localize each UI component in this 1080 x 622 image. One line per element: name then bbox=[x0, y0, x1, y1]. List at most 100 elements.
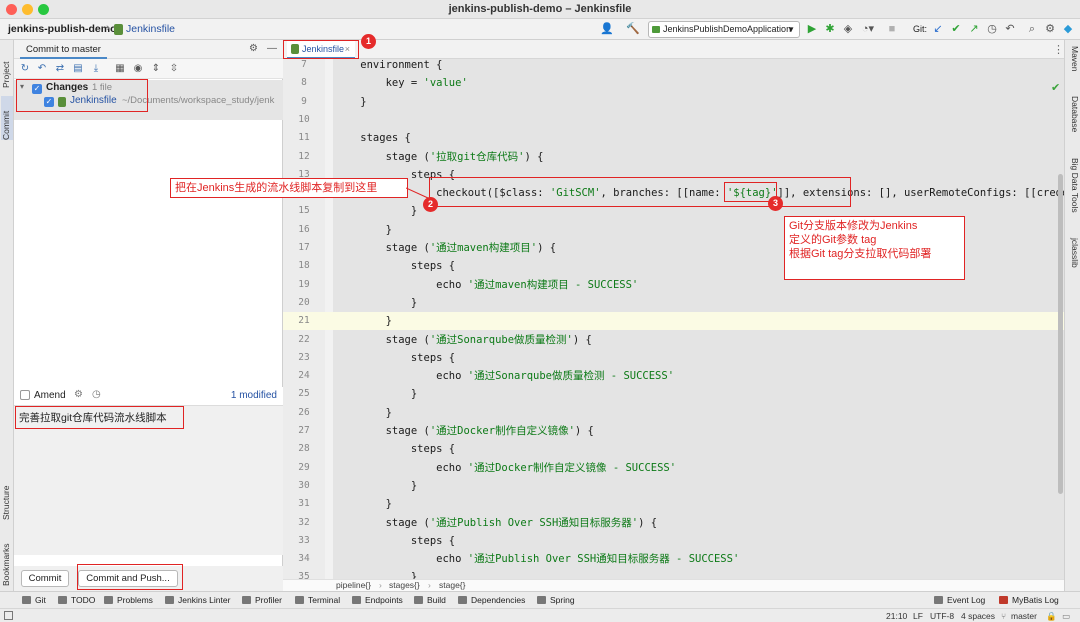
code-line[interactable]: 30 } bbox=[283, 477, 1064, 495]
code-line[interactable]: 12 stage ('拉取git仓库代码') { bbox=[283, 148, 1064, 166]
structure-tool-button[interactable]: Structure bbox=[1, 485, 11, 521]
big-data-tools-button[interactable]: Big Data Tools bbox=[1070, 158, 1080, 213]
code-line[interactable]: 29 echo '通过Docker制作自定义镜像 - SUCCESS' bbox=[283, 459, 1064, 477]
caret-position[interactable]: 21:10 bbox=[886, 611, 908, 621]
code-line[interactable]: 16 } bbox=[283, 221, 1064, 239]
git-tool-button[interactable]: Git bbox=[22, 594, 46, 607]
code-line[interactable]: 32 stage ('通过Publish Over SSH通知目标服务器') { bbox=[283, 514, 1064, 532]
coverage-icon[interactable]: ◈ bbox=[843, 23, 853, 35]
code-line[interactable]: 8 key = 'value' bbox=[283, 74, 1064, 92]
file-checkbox[interactable]: ✓ bbox=[44, 97, 54, 107]
code-line[interactable]: 24 echo '通过Sonarqube做质量检测 - SUCCESS' bbox=[283, 367, 1064, 385]
breadcrumb-file[interactable]: Jenkinsfile bbox=[126, 23, 176, 35]
git-push-icon[interactable]: ↗ bbox=[969, 23, 979, 35]
git-rollback-icon[interactable]: ↶ bbox=[1005, 23, 1015, 35]
stop-icon[interactable]: ■ bbox=[888, 23, 896, 35]
tab-commit-to-master[interactable]: Commit to master bbox=[20, 40, 107, 59]
code-line[interactable]: 11 stages { bbox=[283, 129, 1064, 147]
endpoints-tool-button[interactable]: Endpoints bbox=[352, 594, 403, 607]
indent-setting[interactable]: 4 spaces bbox=[961, 611, 996, 621]
run-icon[interactable]: ▶ bbox=[807, 23, 817, 35]
memory-indicator-icon[interactable]: ▭ bbox=[1062, 611, 1071, 621]
no-problems-icon[interactable]: ✔ bbox=[1051, 82, 1061, 94]
gear-icon[interactable]: ⚙ bbox=[74, 389, 83, 400]
file-encoding[interactable]: UTF-8 bbox=[930, 611, 955, 621]
user-icon[interactable]: 👤▾ bbox=[600, 23, 614, 50]
code-line[interactable]: 26 } bbox=[283, 404, 1064, 422]
code-line[interactable]: 35 } bbox=[283, 568, 1064, 579]
gear-icon[interactable]: ⚙ bbox=[249, 43, 258, 54]
code-line[interactable]: 31 } bbox=[283, 495, 1064, 513]
code-line[interactable]: 18 steps { bbox=[283, 257, 1064, 275]
code-line[interactable]: 20 } bbox=[283, 294, 1064, 312]
commit-and-push-button[interactable]: Commit and Push... bbox=[78, 570, 178, 587]
lock-icon[interactable]: 🔒 bbox=[1046, 611, 1057, 621]
expand-all-icon[interactable]: ⇕ bbox=[151, 63, 161, 74]
code-line[interactable]: 27 stage ('通过Docker制作自定义镜像') { bbox=[283, 422, 1064, 440]
close-icon[interactable]: × bbox=[344, 44, 350, 54]
modified-count[interactable]: 1 modified bbox=[230, 390, 277, 401]
code-line[interactable]: 17 stage ('通过maven构建项目') { bbox=[283, 239, 1064, 257]
breadcrumb-stage[interactable]: stage{} bbox=[439, 580, 466, 590]
profile-icon[interactable]: ◔▾ bbox=[861, 23, 875, 35]
event-log-tool-button[interactable]: Event Log bbox=[934, 594, 985, 607]
download-icon[interactable]: ⤓ bbox=[93, 63, 99, 74]
git-history-icon[interactable]: ◷ bbox=[987, 23, 997, 35]
code-line[interactable]: 14 checkout([$class: 'GitSCM', branches:… bbox=[283, 184, 1064, 202]
amend-checkbox[interactable] bbox=[20, 390, 30, 400]
git-update-icon[interactable]: ↙ bbox=[933, 23, 943, 35]
code-line[interactable]: 10 bbox=[283, 111, 1064, 129]
mybatis-log-tool-button[interactable]: MyBatis Log bbox=[999, 594, 1059, 607]
spring-tool-button[interactable]: Spring bbox=[537, 594, 575, 607]
code-line[interactable]: 34 echo '通过Publish Over SSH通知目标服务器 - SUC… bbox=[283, 550, 1064, 568]
problems-tool-button[interactable]: Problems bbox=[104, 594, 153, 607]
gear-icon[interactable]: ⚙ bbox=[1045, 23, 1055, 35]
todo-tool-button[interactable]: TODO bbox=[58, 594, 95, 607]
code-line[interactable]: 15 } bbox=[283, 202, 1064, 220]
breadcrumb-pipeline[interactable]: pipeline{} bbox=[336, 580, 371, 590]
collapse-all-icon[interactable]: ⇳ bbox=[169, 63, 179, 74]
diff-icon[interactable]: ⇄ bbox=[55, 63, 65, 74]
shelve-icon[interactable]: ▤ bbox=[73, 63, 83, 74]
more-tabs-icon[interactable]: ⋮ bbox=[1053, 44, 1064, 56]
eye-icon[interactable]: ◉ bbox=[133, 63, 143, 74]
debug-icon[interactable]: ✱ bbox=[825, 23, 835, 35]
vertical-scrollbar[interactable] bbox=[1058, 174, 1063, 494]
amend-label[interactable]: Amend bbox=[34, 390, 66, 401]
jetbrains-toolbox-icon[interactable]: ◆ bbox=[1063, 23, 1073, 35]
close-window-button[interactable] bbox=[6, 4, 17, 15]
code-line[interactable]: 21 } bbox=[283, 312, 1064, 331]
group-by-icon[interactable]: ▦ bbox=[115, 63, 125, 74]
hide-panel-icon[interactable]: — bbox=[267, 43, 277, 54]
maven-tool-button[interactable]: Maven bbox=[1070, 46, 1080, 72]
code-line[interactable]: 23 steps { bbox=[283, 349, 1064, 367]
git-commit-icon[interactable]: ✔ bbox=[951, 23, 961, 35]
jenkins-linter-tool-button[interactable]: Jenkins Linter bbox=[165, 594, 230, 607]
profiler-tool-button[interactable]: Profiler bbox=[242, 594, 282, 607]
refresh-icon[interactable]: ↻ bbox=[20, 63, 30, 74]
code-line[interactable]: 19 echo '通过maven构建项目 - SUCCESS' bbox=[283, 276, 1064, 294]
jclasslib-tool-button[interactable]: jclasslib bbox=[1070, 238, 1080, 268]
code-line[interactable]: 7 environment { bbox=[283, 59, 1064, 74]
commit-tool-button[interactable]: Commit bbox=[1, 96, 13, 140]
terminal-tool-button[interactable]: Terminal bbox=[295, 594, 340, 607]
run-configuration-select[interactable]: JenkinsPublishDemoApplication ▼ bbox=[648, 21, 800, 38]
history-icon[interactable]: ◷ bbox=[92, 389, 101, 400]
git-branch[interactable]: master bbox=[1011, 611, 1037, 621]
code-line[interactable]: 25 } bbox=[283, 385, 1064, 403]
changes-checkbox[interactable]: ✓ bbox=[32, 84, 42, 94]
project-tool-button[interactable]: Project bbox=[1, 61, 11, 88]
build-hammer-icon[interactable]: 🔨 bbox=[626, 23, 640, 35]
build-tool-button[interactable]: Build bbox=[414, 594, 446, 607]
chevron-down-icon[interactable]: ▾ bbox=[20, 82, 25, 91]
line-separator[interactable]: LF bbox=[913, 611, 923, 621]
search-icon[interactable]: ⌕ bbox=[1028, 23, 1036, 35]
dependencies-tool-button[interactable]: Dependencies bbox=[458, 594, 525, 607]
code-line[interactable]: 28 steps { bbox=[283, 440, 1064, 458]
code-line[interactable]: 33 steps { bbox=[283, 532, 1064, 550]
code-line[interactable]: 22 stage ('通过Sonarqube做质量检测') { bbox=[283, 331, 1064, 349]
database-tool-button[interactable]: Database bbox=[1070, 96, 1080, 133]
breadcrumb-project[interactable]: jenkins-publish-demo bbox=[8, 23, 117, 35]
code-line[interactable]: 9 } bbox=[283, 93, 1064, 111]
